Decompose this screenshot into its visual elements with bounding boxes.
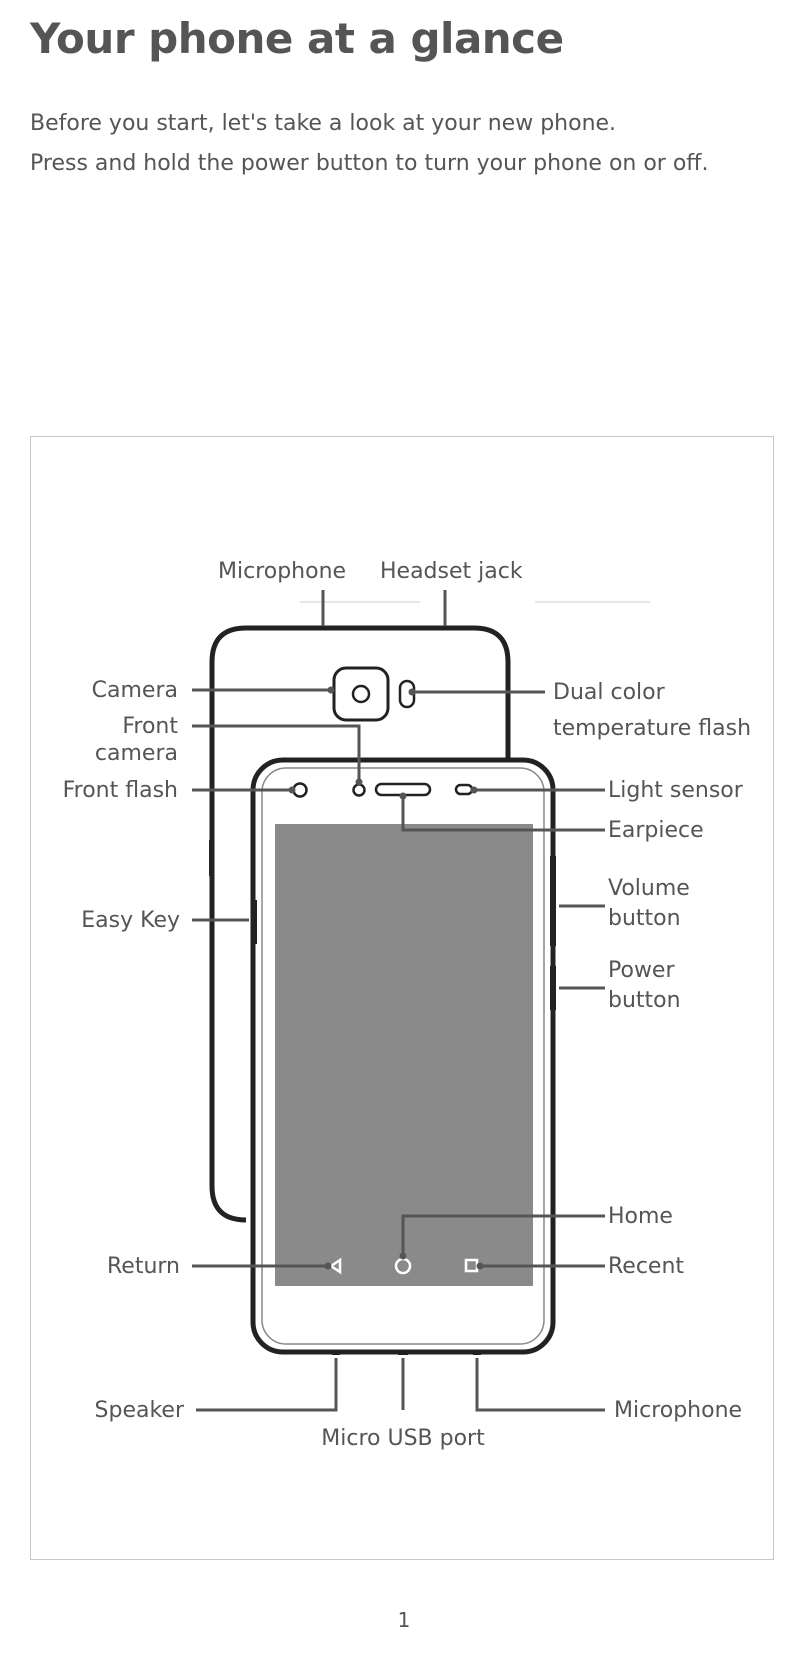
- return-key-icon[interactable]: [328, 1257, 342, 1275]
- phone-screen: [275, 824, 533, 1286]
- front-camera-icon: [352, 783, 366, 797]
- label-front-flash: Front flash: [63, 778, 178, 803]
- intro-text: Before you start, let's take a look at y…: [30, 104, 708, 184]
- label-volume-2: button: [608, 906, 681, 931]
- label-speaker: Speaker: [95, 1398, 185, 1423]
- label-power-1: Power: [608, 958, 675, 983]
- rear-camera-lens-icon: [351, 684, 371, 704]
- leader-microphone-bottom: [475, 1358, 605, 1412]
- page-number: 1: [397, 1608, 411, 1632]
- micro-usb-port: [398, 1351, 408, 1355]
- leader-dots: [288, 686, 484, 1270]
- label-earpiece: Earpiece: [608, 818, 704, 843]
- speaker-port: [332, 1351, 340, 1355]
- label-micro-usb: Micro USB port: [321, 1426, 485, 1451]
- label-dual-flash-2: temperature flash: [553, 716, 751, 741]
- label-microphone-top: Microphone: [218, 559, 346, 584]
- page-title: Your phone at a glance: [30, 14, 564, 63]
- leader-home: [401, 1214, 605, 1256]
- intro-line-2: Press and hold the power button to turn …: [30, 151, 709, 176]
- leader-lines: [192, 590, 605, 1412]
- label-volume-1: Volume: [608, 876, 690, 901]
- volume-button[interactable]: [550, 856, 556, 946]
- label-camera: Camera: [92, 678, 178, 703]
- label-dual-flash-1: Dual color: [553, 680, 666, 705]
- leader-speaker: [196, 1358, 338, 1412]
- diagram-frame: [30, 436, 774, 1560]
- label-easy-key: Easy Key: [81, 908, 180, 933]
- light-sensor-icon: [454, 783, 474, 796]
- label-front-camera-1: Front: [122, 714, 178, 739]
- back-side-key: [209, 840, 214, 876]
- label-home: Home: [608, 1204, 673, 1229]
- label-microphone-bottom: Microphone: [614, 1398, 742, 1423]
- easy-key-button[interactable]: [251, 900, 257, 944]
- leader-earpiece: [401, 796, 605, 832]
- label-front-camera-2: camera: [95, 741, 178, 766]
- intro-line-1: Before you start, let's take a look at y…: [30, 111, 617, 136]
- bottom-microphone-port: [473, 1351, 481, 1355]
- power-button[interactable]: [550, 966, 556, 1010]
- diagram-labels: Microphone Headset jack Camera Front cam…: [63, 559, 751, 1451]
- leader-front-camera: [192, 724, 361, 782]
- label-light-sensor: Light sensor: [608, 778, 744, 803]
- phone-front: [250, 757, 556, 1355]
- label-recent: Recent: [608, 1254, 684, 1279]
- label-headset-jack: Headset jack: [380, 559, 523, 584]
- label-return: Return: [107, 1254, 180, 1279]
- label-power-2: button: [608, 988, 681, 1013]
